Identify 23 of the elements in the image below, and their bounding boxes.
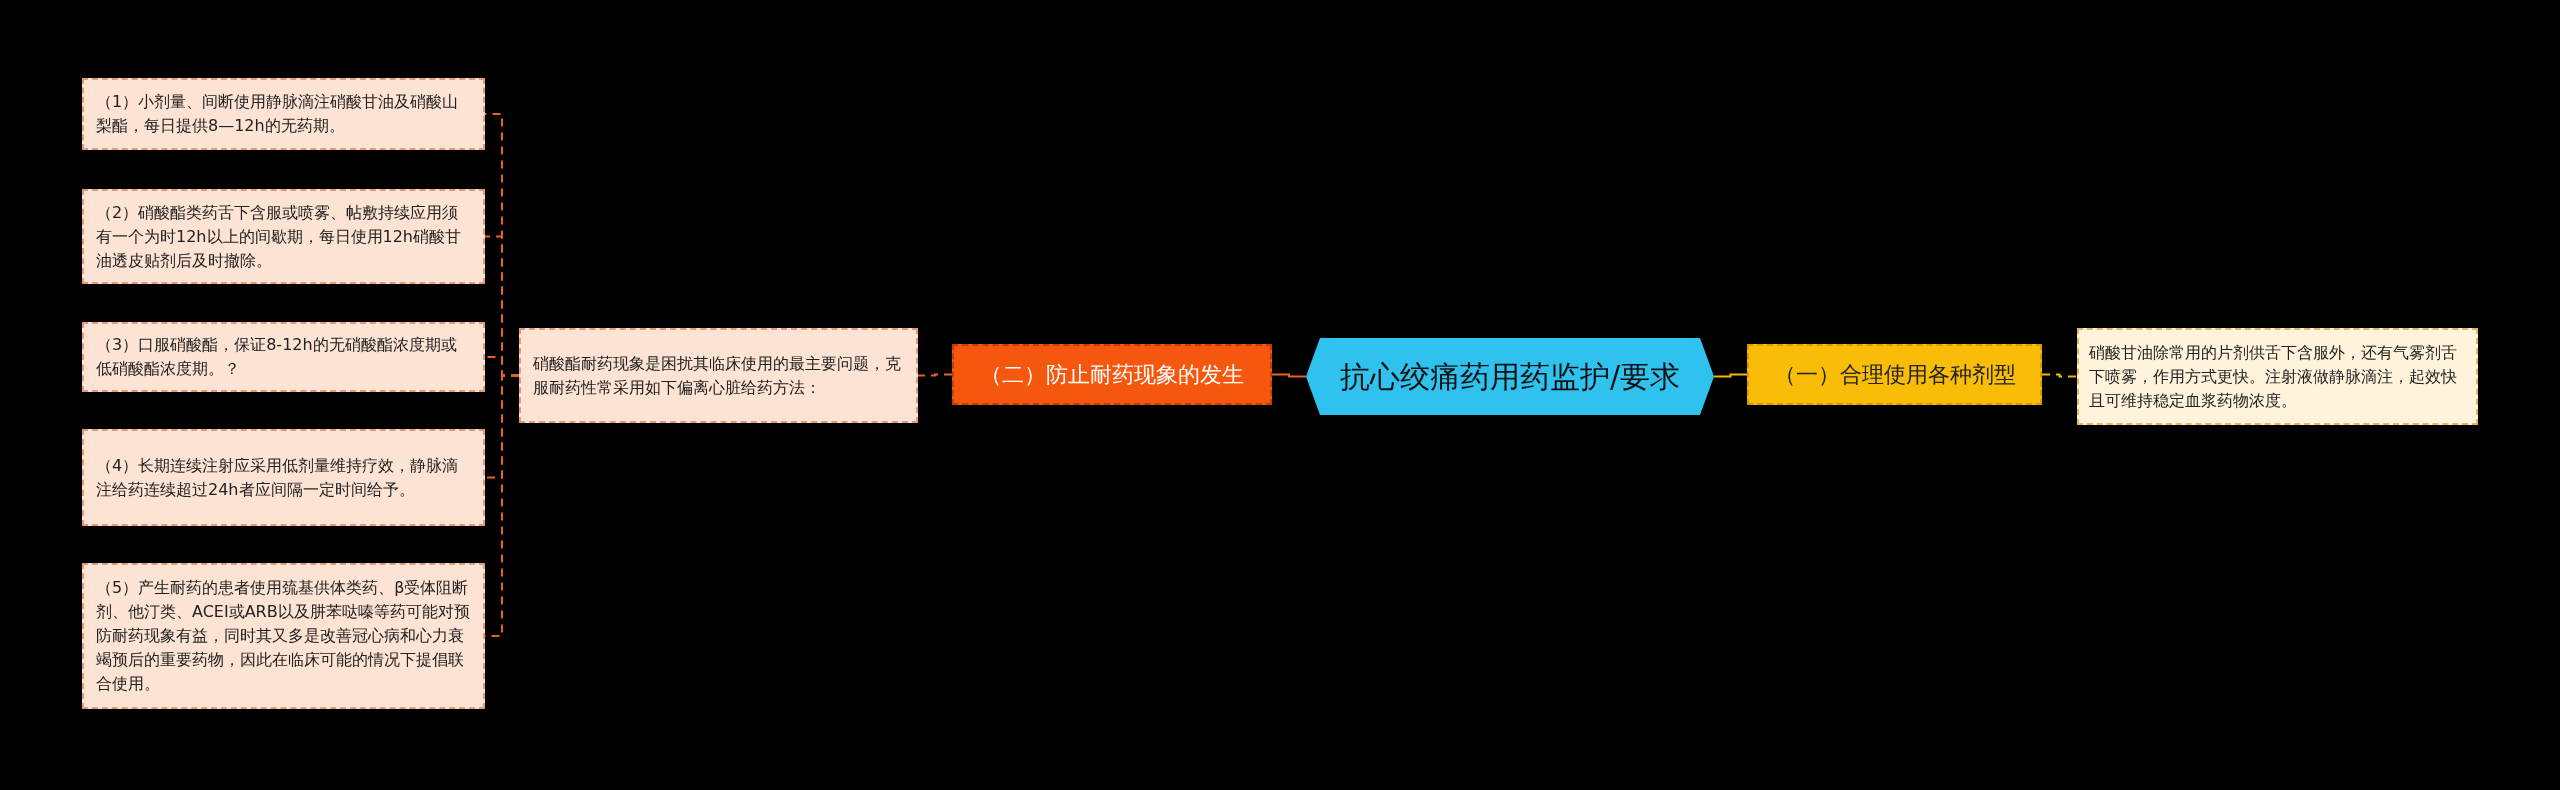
branch-box — [1747, 344, 2042, 405]
branch-text: （二）防止耐药现象的发生 — [980, 361, 1244, 389]
note-box — [2077, 328, 2478, 425]
note-box — [82, 322, 485, 392]
connector-line — [1271, 373, 1307, 378]
note-box — [82, 189, 485, 284]
branch-box — [952, 344, 1272, 405]
note-box — [82, 78, 485, 150]
note-box — [82, 429, 485, 526]
note-text: （4）长期连续注射应采用低剂量维持疗效，静脉滴注给药连续超过24h者应间隔一定时间给予。 — [96, 454, 460, 501]
note-text: （2）硝酸酯类药舌下含服或喷雾、帖敷持续应用须有一个为时12h以上的间歇期，每日使用12h硝酸甘油透皮贴剂后及时撤除。 — [96, 201, 462, 272]
connector-line — [1713, 373, 1748, 378]
connector-line — [917, 373, 953, 377]
note-text: （1）小剂量、间断使用静脉滴注硝酸甘油及硝酸山梨酯，每日提供8—12h的无药期。 — [96, 91, 460, 137]
connector-line — [2041, 373, 2078, 378]
note-text: （5）产生耐药的患者使用巯基供体类药、β受体阻断剂、他汀类、ACEI或ARB以及肼苯哒嗪等药可能对预防耐药现象有益，同时其又多是改善冠心病和心力衰竭预后的重要药物，因此在临床可能的情况下提倡联合使用。 — [96, 577, 471, 695]
topic-text: 抗心绞痛药用药监护/要求 — [1339, 358, 1681, 396]
note-box — [519, 328, 918, 423]
note-text: 硝酸酯耐药现象是困扰其临床使用的最主要问题，克服耐药性常采用如下偏离心脏给药方法： — [533, 352, 902, 399]
branch-text: （一）合理使用各种剂型 — [1773, 361, 2016, 389]
note-text: 硝酸甘油除常用的片剂供舌下含服外，还有气雾剂舌下喷雾，作用方式更快。注射液做静脉滴注，起效快且可维持稳定血浆药物浓度。 — [2089, 341, 2458, 412]
note-box — [82, 563, 485, 709]
note-text: （3）口服硝酸酯，保证8-12h的无硝酸酯浓度期或低硝酸酯浓度期。？ — [96, 334, 458, 380]
